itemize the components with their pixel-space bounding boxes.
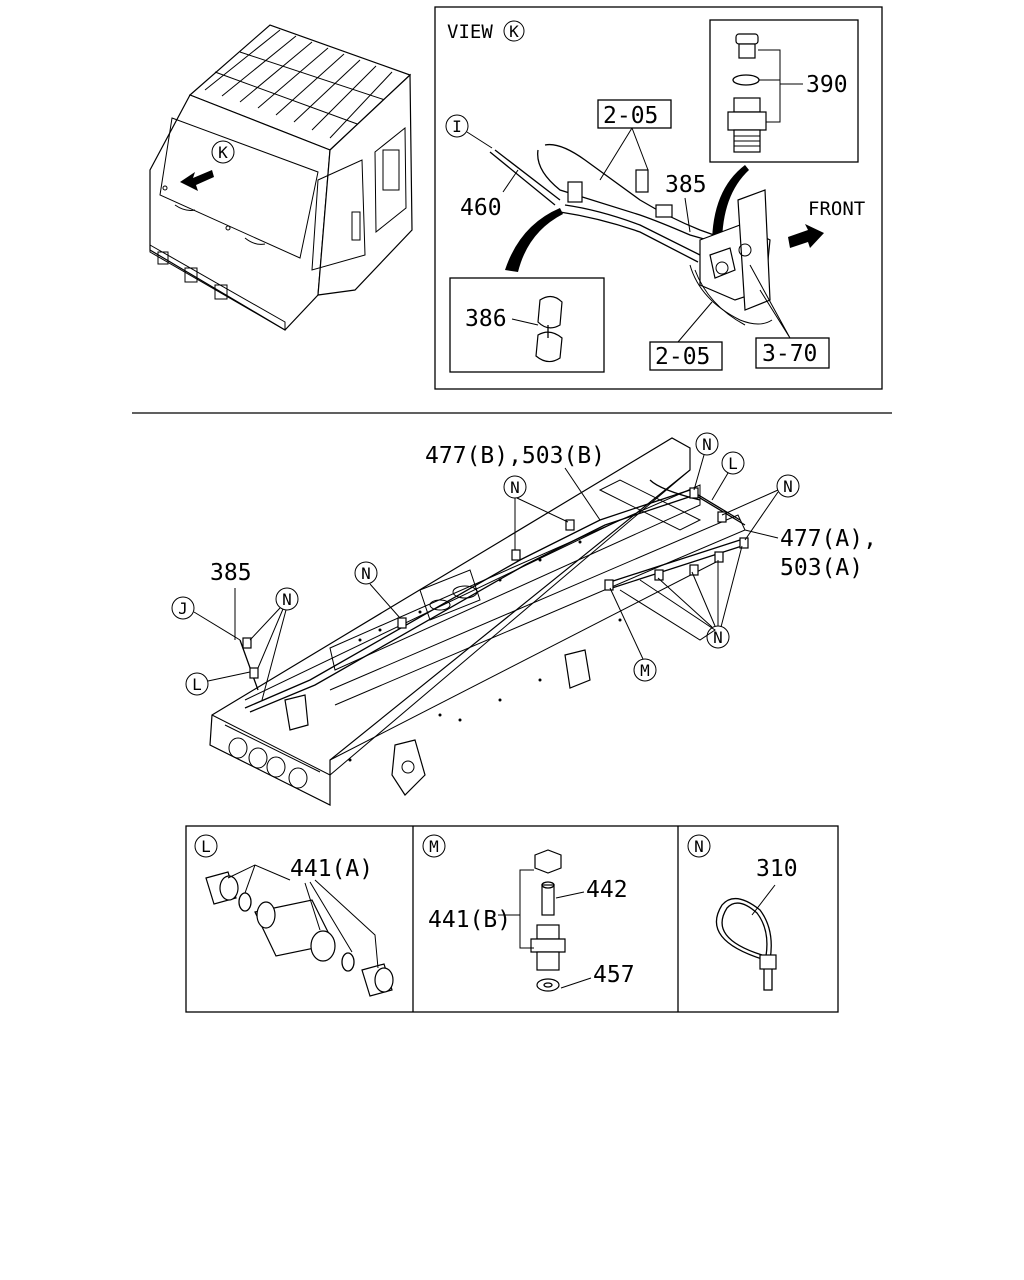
ref-n-4: N [361, 564, 371, 583]
callout-3-70-frame [755, 337, 830, 369]
detail-l-ref: L [201, 837, 211, 856]
ref-n-2: N [783, 477, 793, 496]
detail-n-part: 310 [756, 856, 798, 882]
inset-386-frame [449, 277, 605, 373]
callout-2-05-bottom-frame [649, 341, 723, 371]
front-label: FRONT [808, 198, 865, 220]
cab-illustration: K [149, 24, 413, 331]
part-390-drawing [727, 33, 767, 153]
ref-l-chassis-2: L [192, 675, 202, 694]
part-386-drawing [535, 295, 563, 363]
part-441a-drawing [205, 871, 394, 997]
view-k-frame [434, 6, 883, 390]
inset-390-frame [709, 19, 859, 163]
callout-385-chassis: 385 [210, 560, 252, 586]
detail-m-part-441b: 441(B) [428, 907, 511, 933]
view-k-ref-i: I [452, 117, 462, 136]
detail-m-ref: M [429, 837, 439, 856]
chassis-illustration [209, 437, 749, 806]
callout-386: 386 [465, 306, 507, 332]
ref-n-3: N [510, 478, 520, 497]
view-k-panel: VIEW K 390 386 [434, 6, 883, 390]
detail-n-ref: N [694, 837, 704, 856]
ref-j: J [178, 599, 188, 618]
ref-l-chassis-1: L [728, 454, 738, 473]
ref-m: M [640, 661, 650, 680]
callout-385-view: 385 [665, 172, 707, 198]
details-panel: L 441(A) M 441(B) 442 457 [185, 825, 839, 1013]
ref-n-1: N [702, 435, 712, 454]
detail-m-part-442: 442 [586, 877, 628, 903]
callout-390: 390 [806, 72, 848, 98]
callout-2-05-bottom: 2-05 [655, 344, 710, 370]
part-310-drawing [715, 898, 777, 991]
chassis-callouts: 477(B),503(B) 477(A), 503(A) 385 N L N N… [171, 432, 877, 701]
view-k-pipes [489, 143, 773, 326]
callout-2-05-top: 2-05 [603, 103, 658, 129]
callout-477a-line1: 477(A), [780, 526, 877, 552]
callout-477a-line2: 503(A) [780, 555, 863, 581]
cab-ref-k: K [218, 143, 228, 162]
ref-n-6: N [713, 628, 723, 647]
detail-l-part: 441(A) [290, 856, 373, 882]
part-441b-drawing [530, 849, 566, 992]
callout-460: 460 [460, 195, 502, 221]
details-frame [185, 825, 839, 1013]
callout-2-05-top-frame [597, 99, 672, 129]
view-k-title: VIEW [447, 21, 493, 43]
callout-477b-503b: 477(B),503(B) [425, 443, 605, 469]
callout-3-70: 3-70 [762, 341, 817, 367]
view-k-title-ref: K [509, 22, 519, 41]
detail-m-part-457: 457 [593, 962, 635, 988]
ref-n-5: N [282, 590, 292, 609]
